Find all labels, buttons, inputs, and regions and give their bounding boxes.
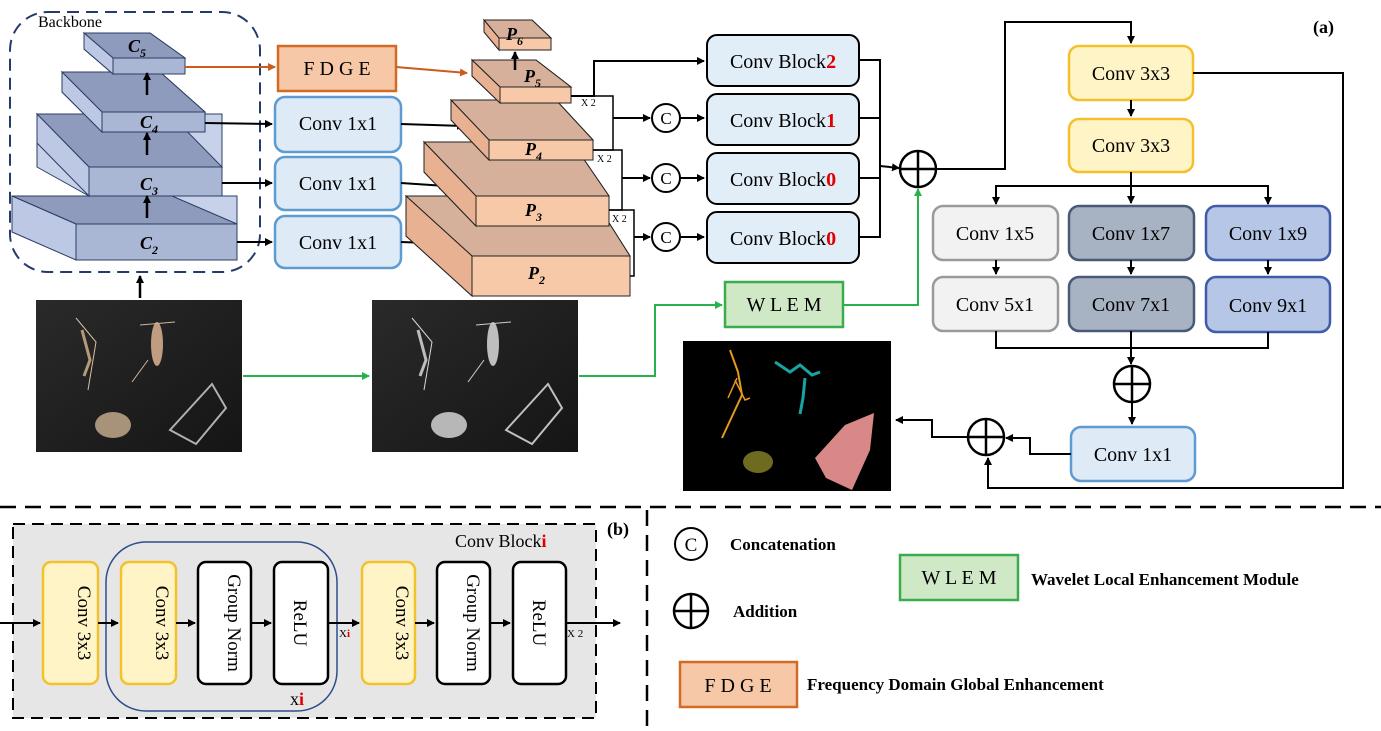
detail-conv3x3-2-label: Conv 3x3 — [151, 586, 172, 660]
c5-label: C5 — [128, 36, 146, 60]
svg-text:C: C — [660, 169, 671, 188]
upsample-label-p4: X 2 — [597, 154, 612, 165]
conv-block-0-lower: Conv Block0 — [706, 211, 860, 264]
fdge-block — [276, 44, 398, 93]
lateral-conv-c3-label: Conv 1x1 — [299, 173, 377, 195]
svg-text:C: C — [685, 535, 698, 556]
concat-node-3: C — [651, 222, 681, 252]
p4-label: P4 — [524, 139, 542, 163]
upsample-label-p3: X 2 — [612, 214, 627, 225]
backbone-c4-layer — [60, 70, 207, 134]
pyramid-p6 — [482, 18, 553, 52]
conv-block-title: Conv Blocki — [455, 531, 547, 551]
fdge-label: F D G E — [303, 58, 370, 80]
backbone-c3-layer — [35, 112, 224, 198]
backbone-label: Backbone — [38, 14, 102, 31]
svg-text:C: C — [660, 109, 671, 128]
input-image — [36, 300, 242, 452]
c3-label: C3 — [140, 174, 158, 198]
legend-concat-label: Concatenation — [730, 535, 836, 554]
legend-fdge-box — [678, 660, 799, 709]
svg-text:Conv Block0: Conv Block0 — [730, 169, 836, 191]
legend-addition-label: Addition — [733, 602, 798, 621]
p6-label: P6 — [505, 24, 523, 48]
backbone-c2-layer — [11, 195, 238, 261]
legend-addition-symbol — [672, 592, 710, 630]
detail-conv3x3-1-label: Conv 3x3 — [73, 586, 94, 660]
wlem-label: W L E M — [747, 294, 822, 316]
svg-text:Conv Block0: Conv Block0 — [730, 228, 836, 250]
conv-block-1: Conv Block1 — [706, 93, 860, 146]
legend-concat-symbol: C — [674, 527, 708, 561]
pyramid-p4 — [449, 98, 595, 162]
output-repeat-label: X 2 — [567, 628, 583, 640]
svg-text:Conv Block2: Conv Block2 — [730, 51, 836, 73]
panel-b-label: (b) — [607, 519, 629, 540]
panel-a-label: (a) — [1313, 17, 1334, 38]
fusion-addition-node — [898, 149, 938, 189]
legend-fdge-label: Frequency Domain Global Enhancement — [807, 675, 1104, 694]
wlem-block — [723, 280, 845, 329]
c2-label: C2 — [140, 233, 158, 257]
legend-fdge-box-label: F D G E — [704, 675, 771, 697]
backbone-c5-layer — [82, 31, 187, 76]
concat-node-2: C — [651, 163, 681, 193]
conv-1x9-label: Conv 1x9 — [1229, 223, 1307, 245]
svg-text:Conv Block1: Conv Block1 — [730, 110, 836, 132]
conv-1x7-label: Conv 1x7 — [1092, 223, 1170, 245]
segmentation-output-image — [683, 341, 891, 491]
repeat-group — [105, 541, 338, 712]
concat-node-1: C — [651, 103, 681, 133]
detail-groupnorm-1-label: Group Norm — [223, 574, 244, 672]
detail-conv3x3-3-label: Conv 3x3 — [391, 586, 412, 660]
head-conv1x1-label: Conv 1x1 — [1094, 444, 1172, 466]
p2-label: P2 — [527, 263, 545, 287]
p5-label: P5 — [523, 66, 541, 90]
legend-wlem-label: Wavelet Local Enhancement Module — [1031, 570, 1299, 589]
head-conv3x3-2-label: Conv 3x3 — [1092, 135, 1170, 157]
detail-relu-1-label: ReLU — [289, 600, 310, 647]
head-conv3x3-1-label: Conv 3x3 — [1092, 63, 1170, 85]
c4-label: C4 — [140, 112, 158, 136]
legend-wlem-box-label: W L E M — [922, 567, 997, 589]
conv-9x1-label: Conv 9x1 — [1229, 295, 1307, 317]
conv-block-0-upper: Conv Block0 — [706, 152, 860, 205]
p3-label: P3 — [524, 200, 542, 224]
conv-block-2: Conv Block2 — [706, 34, 860, 87]
legend-wlem-box — [898, 553, 1020, 602]
backbone-container — [9, 11, 261, 273]
branch-addition-node — [1112, 364, 1152, 404]
residual-addition-node — [966, 417, 1006, 457]
svg-text:C: C — [660, 228, 671, 247]
lateral-conv-c4-label: Conv 1x1 — [299, 113, 377, 135]
lateral-conv-c2-label: Conv 1x1 — [299, 232, 377, 254]
upsample-label-p5: X 2 — [581, 98, 596, 109]
repeat-count: xi — [290, 689, 304, 709]
enhanced-image — [372, 300, 578, 452]
conv-7x1-label: Conv 7x1 — [1092, 294, 1170, 316]
mid-repeat-label: Xi — [339, 628, 350, 640]
pyramid-p5 — [470, 58, 573, 105]
detail-groupnorm-2-label: Group Norm — [462, 574, 483, 672]
conv-5x1-label: Conv 5x1 — [956, 294, 1034, 316]
detail-relu-2-label: ReLU — [528, 600, 549, 647]
conv-1x5-label: Conv 1x5 — [956, 223, 1034, 245]
